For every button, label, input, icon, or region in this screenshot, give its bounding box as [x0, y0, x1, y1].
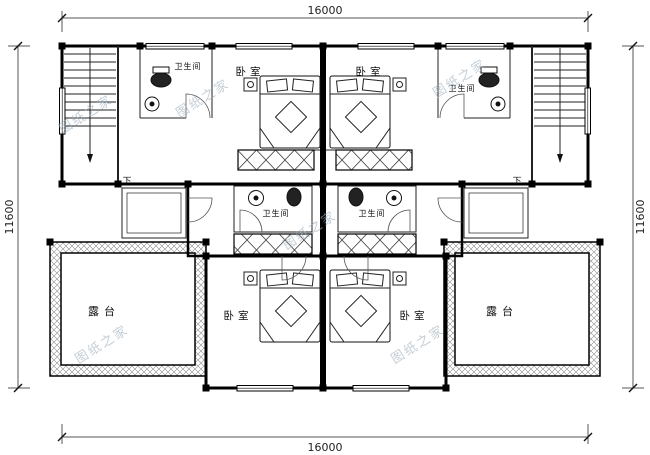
wardrobes: [233, 149, 417, 255]
porch-right: [463, 187, 529, 239]
dimension-left: 11600: [3, 41, 30, 393]
porch-left: [121, 187, 187, 239]
bedroom-top-left-label: 卧室: [236, 65, 265, 78]
bathroom-mid-right-label: 卫生间: [359, 208, 386, 218]
nightstands: [243, 77, 407, 286]
bed-bottom-right: [329, 269, 391, 343]
terrace-left-label: 露台: [88, 304, 120, 318]
staircase-right: [534, 48, 586, 163]
bathroom-mid-left-label: 卫生间: [263, 208, 290, 218]
dimension-left-label: 11600: [3, 200, 16, 235]
dimension-top-label: 16000: [308, 4, 343, 17]
staircase-left: [64, 48, 116, 163]
bathroom-top-right-label: 卫生间: [449, 83, 476, 93]
bathroom-mid-left: 卫生间: [248, 187, 302, 218]
bathroom-top-right: 卫生间: [449, 66, 506, 112]
bedroom-top-right-label: 卧室: [356, 65, 385, 78]
watermark-5: 图纸之家: [72, 322, 131, 367]
dimension-bottom: 16000: [57, 424, 593, 454]
dimension-bottom-label: 16000: [308, 441, 343, 454]
dimension-top: 16000: [57, 4, 593, 32]
party-wall: [320, 46, 326, 388]
stairs-down-label-right: 下: [512, 177, 521, 187]
terrace-right-label: 露台: [486, 304, 518, 318]
dimension-right: 11600: [622, 41, 647, 393]
watermark-2: 图纸之家: [173, 76, 232, 121]
terrace-right: 露台: [443, 241, 601, 377]
bedroom-bottom-left-label: 卧室: [224, 309, 253, 322]
watermark-6: 图纸之家: [388, 322, 447, 367]
bathroom-top-left-label: 卫生间: [175, 61, 202, 71]
bathroom-mid-right: 卫生间: [348, 187, 402, 218]
bathroom-top-left: 卫生间: [144, 61, 202, 112]
bedroom-bottom-right-label: 卧室: [400, 309, 429, 322]
door-arcs: [185, 93, 465, 281]
stairs-down-label-left: 下: [122, 177, 131, 187]
dimension-right-label: 11600: [634, 200, 647, 235]
bed-top-left: [259, 75, 321, 149]
bed-top-right: [329, 75, 391, 149]
windows: [59, 43, 591, 392]
structural-columns: [46, 42, 604, 392]
bed-bottom-left: [259, 269, 321, 343]
